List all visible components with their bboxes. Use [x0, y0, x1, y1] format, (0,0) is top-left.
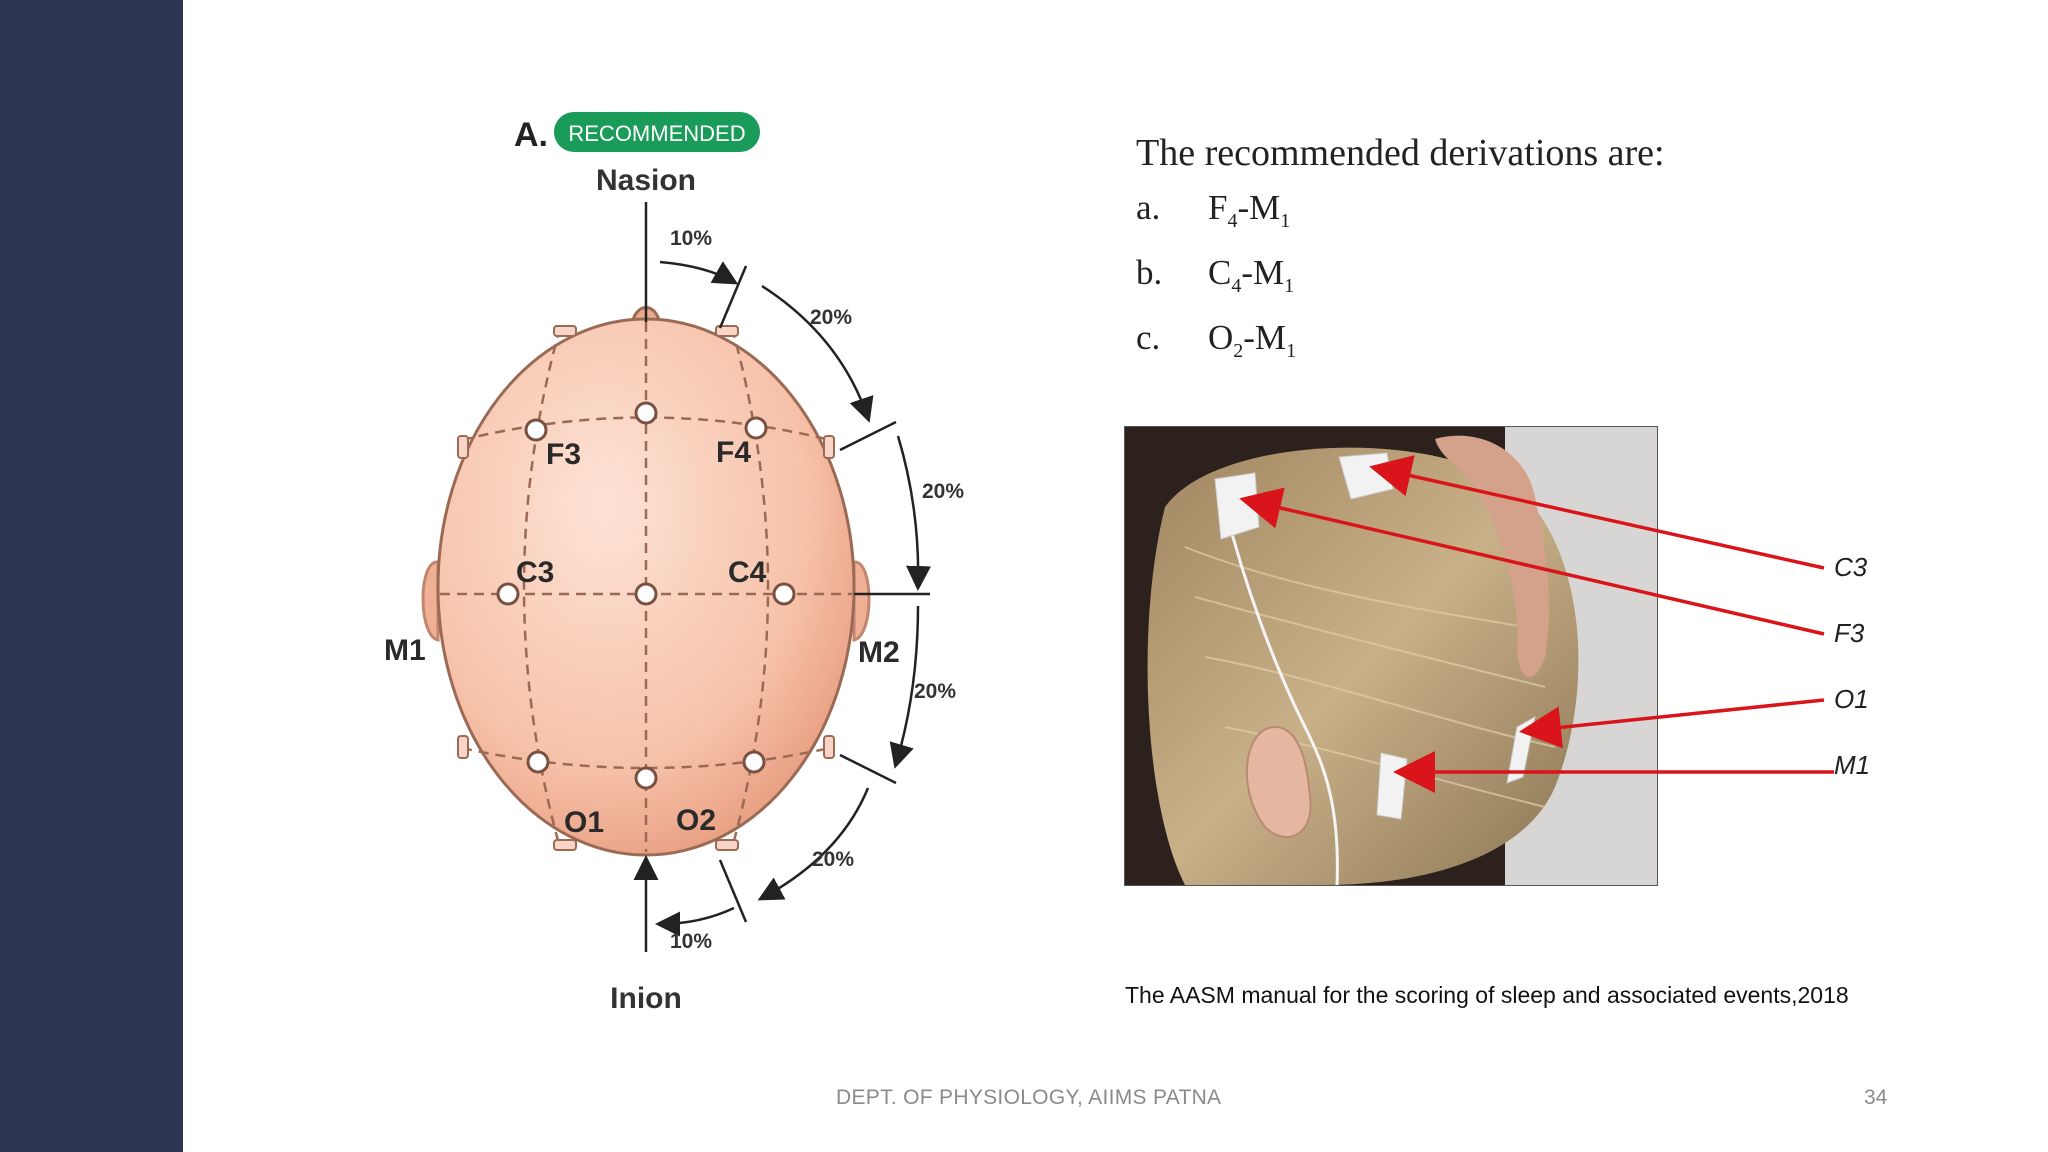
derivation-item: b. C4-M1: [1136, 247, 1736, 312]
derivation-formula: C4-M1: [1208, 253, 1295, 297]
panel-letter: A.: [514, 116, 548, 154]
derivation-formula: F4-M1: [1208, 188, 1291, 232]
electrode-c3: [496, 582, 520, 606]
percent-label-2: 20%: [810, 306, 852, 329]
electrode-cz: [634, 582, 658, 606]
percent-label-4: 20%: [914, 680, 956, 703]
nasion-label: Nasion: [596, 164, 696, 197]
derivation-formula: O2-M1: [1208, 318, 1297, 362]
electrode-wire: [1223, 506, 1339, 885]
electrode-fz: [634, 401, 658, 425]
electrode-o2-marker: [742, 750, 766, 774]
recommended-badge: [554, 112, 760, 152]
derivations-block: The recommended derivations are: a. F4-M…: [1136, 128, 1736, 377]
derivations-title: The recommended derivations are:: [1136, 132, 1665, 174]
label-o2: O2: [676, 804, 716, 837]
electrode-photo: [1124, 426, 1658, 886]
percent-label-6: 10%: [670, 930, 712, 953]
photo-label-f3: F3: [1834, 618, 1865, 648]
electrode-photo-illustration: [1125, 427, 1657, 885]
percent-label-3: 20%: [922, 480, 964, 503]
label-f4: F4: [716, 436, 751, 469]
label-c4: C4: [728, 556, 767, 589]
recommended-badge-label: RECOMMENDED: [568, 121, 745, 146]
derivation-item: c. O2-M1: [1136, 312, 1736, 377]
citation-text: The AASM manual for the scoring of sleep…: [1125, 982, 1849, 1008]
electrode-o1-marker: [526, 750, 550, 774]
footer-text: DEPT. OF PHYSIOLOGY, AIIMS PATNA: [836, 1086, 1222, 1109]
sidebar-band: [0, 0, 183, 1152]
photo-label-m1: M1: [1834, 750, 1870, 780]
head-diagram-svg: A. RECOMMENDED Nasion Inion: [384, 112, 964, 1015]
inion-label: Inion: [610, 982, 682, 1015]
electrode-placement-diagram: A. RECOMMENDED Nasion Inion: [370, 100, 1030, 1030]
left-ear: [421, 560, 440, 642]
percent-label-5: 20%: [812, 848, 854, 871]
derivation-letter: c.: [1136, 318, 1161, 357]
label-f3: F3: [546, 438, 581, 471]
derivation-letter: a.: [1136, 188, 1161, 227]
photo-label-o1: O1: [1834, 684, 1869, 714]
label-o1: O1: [564, 806, 604, 839]
electrode-f4: [744, 416, 768, 440]
electrode-c4: [772, 582, 796, 606]
electrode-oz: [634, 766, 658, 790]
photo-label-c3: C3: [1834, 552, 1868, 582]
derivation-letter: b.: [1136, 253, 1163, 292]
percent-label-1: 10%: [670, 227, 712, 250]
page-number: 34: [1864, 1086, 1888, 1109]
label-c3: C3: [516, 556, 554, 589]
label-m2: M2: [858, 636, 900, 669]
derivation-item: a. F4-M1: [1136, 182, 1736, 247]
label-m1: M1: [384, 634, 426, 667]
ear: [1245, 725, 1312, 838]
right-ear: [852, 560, 871, 642]
electrode-f3: [524, 418, 548, 442]
electrode-pad-f3: [1214, 472, 1260, 540]
